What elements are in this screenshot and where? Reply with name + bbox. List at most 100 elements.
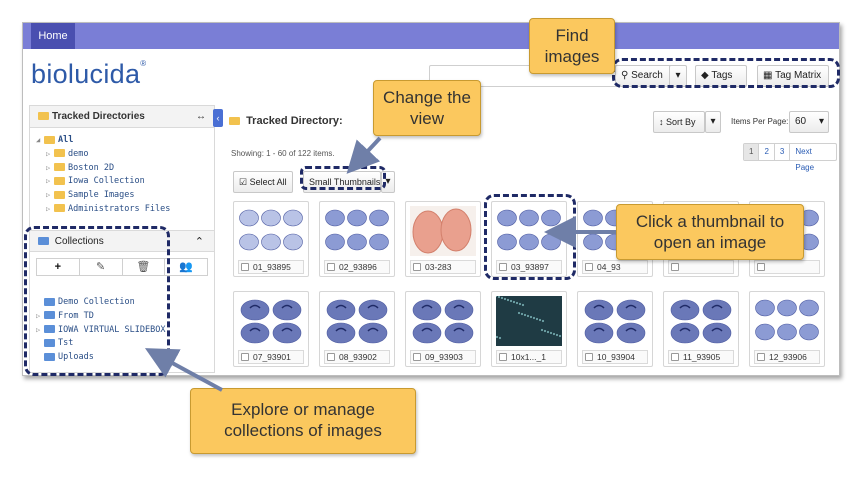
thumbnail-card[interactable]: 03-283 bbox=[405, 201, 481, 277]
thumbnail-label: 07_93901 bbox=[253, 352, 291, 362]
thumbnail-checkbox[interactable] bbox=[671, 263, 679, 271]
thumbnail-image bbox=[325, 209, 389, 251]
edit-collection-button[interactable]: ✎ bbox=[80, 259, 123, 275]
thumbnail-image-frame[interactable] bbox=[754, 296, 820, 346]
tree-item-administrators-files[interactable]: ▷Administrators Files bbox=[36, 203, 170, 217]
search-button[interactable]: ⚲ Search bbox=[615, 65, 679, 87]
collections-tree: Demo Collection ▷From TD ▷IOWA VIRTUAL S… bbox=[36, 296, 165, 365]
tracked-directories-tree: ◢All ▷demo ▷Boston 2D ▷Iowa Collection ▷… bbox=[36, 134, 170, 217]
caret-down-icon: ▾ bbox=[710, 116, 716, 127]
thumbnail-image-frame[interactable] bbox=[324, 296, 390, 346]
collection-item-from-td[interactable]: ▷From TD bbox=[36, 310, 165, 324]
biolucida-logo: biolucida® bbox=[31, 59, 146, 90]
thumbnail-card[interactable]: 10_93904 bbox=[577, 291, 653, 367]
collections-highlight bbox=[24, 226, 170, 376]
chevron-right-icon: ▷ bbox=[46, 163, 51, 172]
pagination: 1 2 3 Next Page bbox=[743, 143, 837, 172]
thumbnail-image-frame[interactable] bbox=[238, 206, 304, 256]
tag-icon: ◆ bbox=[701, 70, 709, 81]
thumbnail-image bbox=[326, 299, 388, 344]
delete-collection-button[interactable]: 🗑 bbox=[123, 259, 166, 275]
share-collection-button[interactable]: 👥 bbox=[179, 261, 193, 273]
explore-collections-callout: Explore or manage collections of images bbox=[190, 388, 416, 454]
thumbnail-image-frame[interactable] bbox=[668, 296, 734, 346]
folder-icon bbox=[54, 190, 65, 199]
collection-folder-icon bbox=[38, 237, 49, 246]
thumbnail-checkbox[interactable] bbox=[757, 353, 765, 361]
thumbnail-checkbox[interactable] bbox=[241, 263, 249, 271]
explore-collections-text: Explore or manage collections of images bbox=[224, 400, 382, 440]
collections-toolbar: + ✎ 🗑 👥 bbox=[36, 258, 208, 276]
collapse-icon[interactable]: ↔ bbox=[196, 111, 206, 122]
collection-item-uploads[interactable]: Uploads bbox=[36, 351, 165, 365]
tree-item-iowa-collection[interactable]: ▷Iowa Collection bbox=[36, 175, 170, 189]
thumbnail-card[interactable]: 07_93901 bbox=[233, 291, 309, 367]
thumbnail-label: 10_93904 bbox=[597, 352, 635, 362]
thumbnail-image bbox=[239, 209, 303, 251]
collection-folder-icon bbox=[44, 325, 55, 334]
thumbnail-card[interactable]: 09_93903 bbox=[405, 291, 481, 367]
thumbnail-card[interactable]: 12_93906 bbox=[749, 291, 825, 367]
thumbnail-card[interactable]: 10x1..._1 bbox=[491, 291, 567, 367]
chevron-up-icon[interactable]: ⌃ bbox=[194, 236, 204, 248]
thumbnail-checkbox[interactable] bbox=[241, 353, 249, 361]
thumbnail-image-frame[interactable] bbox=[324, 206, 390, 256]
collection-item-iowa-virtual-slidebox[interactable]: ▷IOWA VIRTUAL SLIDEBOX bbox=[36, 324, 165, 338]
collection-folder-icon bbox=[44, 338, 55, 347]
thumbnail-checkbox[interactable] bbox=[413, 353, 421, 361]
thumbnail-card[interactable]: 08_93902 bbox=[319, 291, 395, 367]
thumbnail-image-frame[interactable] bbox=[494, 294, 562, 346]
thumbnail-checkbox[interactable] bbox=[671, 353, 679, 361]
thumbnail-card[interactable]: 11_93905 bbox=[663, 291, 739, 367]
tree-item-all[interactable]: ◢All bbox=[36, 134, 170, 148]
thumbnail-checkbox[interactable] bbox=[757, 263, 765, 271]
caret-down-icon: ▾ bbox=[818, 116, 824, 127]
thumbnail-image-frame[interactable] bbox=[410, 206, 476, 256]
click-thumbnail-callout: Click a thumbnail to open an image bbox=[616, 204, 804, 260]
grid-icon: ▦ bbox=[763, 70, 773, 81]
page-title-text: Tracked Directory: bbox=[246, 115, 343, 127]
thumbnail-checkbox[interactable] bbox=[499, 353, 507, 361]
home-tab[interactable]: Home bbox=[31, 23, 75, 49]
tree-item-sample-images[interactable]: ▷Sample Images bbox=[36, 189, 170, 203]
sort-dropdown-button[interactable]: ▾ bbox=[705, 111, 721, 133]
page-2[interactable]: 2 bbox=[759, 144, 775, 160]
thumbnail-checkbox[interactable] bbox=[327, 263, 335, 271]
collection-item-tst[interactable]: Tst bbox=[36, 337, 165, 351]
page-1[interactable]: 1 bbox=[744, 144, 760, 160]
tags-button[interactable]: ◆ Tags bbox=[695, 65, 747, 87]
collapse-sidebar-button[interactable]: ‹ bbox=[213, 109, 223, 127]
sort-by-button[interactable]: ↕ Sort By bbox=[653, 111, 705, 133]
add-collection-button[interactable]: + bbox=[37, 259, 80, 275]
page-3[interactable]: 3 bbox=[775, 144, 791, 160]
logo-text: biolucida bbox=[31, 59, 141, 89]
thumbnail-card[interactable]: 01_93895 bbox=[233, 201, 309, 277]
next-page[interactable]: Next Page bbox=[795, 147, 815, 172]
change-view-text: Change the view bbox=[383, 88, 471, 128]
thumbnail-checkbox[interactable] bbox=[585, 353, 593, 361]
thumbnail-caption: 07_93901 bbox=[238, 350, 304, 364]
thumbnail-checkbox[interactable] bbox=[327, 353, 335, 361]
select-all-label: Select All bbox=[249, 177, 287, 187]
chevron-right-icon: ▷ bbox=[46, 177, 51, 186]
thumbnail-checkbox[interactable] bbox=[585, 263, 593, 271]
tracked-directories-header[interactable]: Tracked Directories ↔ bbox=[30, 106, 214, 128]
thumbnail-checkbox[interactable] bbox=[413, 263, 421, 271]
thumbnail-checkbox[interactable] bbox=[499, 263, 507, 271]
select-all-button[interactable]: ☑ Select All bbox=[233, 171, 293, 193]
search-highlight bbox=[612, 58, 840, 88]
thumbnail-card[interactable]: 04_93 bbox=[577, 201, 653, 277]
collections-title: Collections bbox=[54, 236, 104, 247]
tree-item-boston-2d[interactable]: ▷Boston 2D bbox=[36, 162, 170, 176]
tree-item-demo[interactable]: ▷demo bbox=[36, 148, 170, 162]
click-thumbnail-text: Click a thumbnail to open an image bbox=[635, 212, 785, 252]
thumbnail-caption: 04_93 bbox=[582, 260, 648, 274]
items-per-page-select[interactable]: 60 ▾ bbox=[789, 111, 829, 133]
thumbnail-card[interactable]: 02_93896 bbox=[319, 201, 395, 277]
chevron-right-icon: ▷ bbox=[46, 191, 51, 200]
thumbnail-image-frame[interactable] bbox=[410, 296, 476, 346]
thumbnail-image-frame[interactable] bbox=[582, 296, 648, 346]
collection-item-demo[interactable]: Demo Collection bbox=[36, 296, 165, 310]
collection-folder-icon bbox=[44, 352, 55, 361]
thumbnail-image-frame[interactable] bbox=[238, 296, 304, 346]
